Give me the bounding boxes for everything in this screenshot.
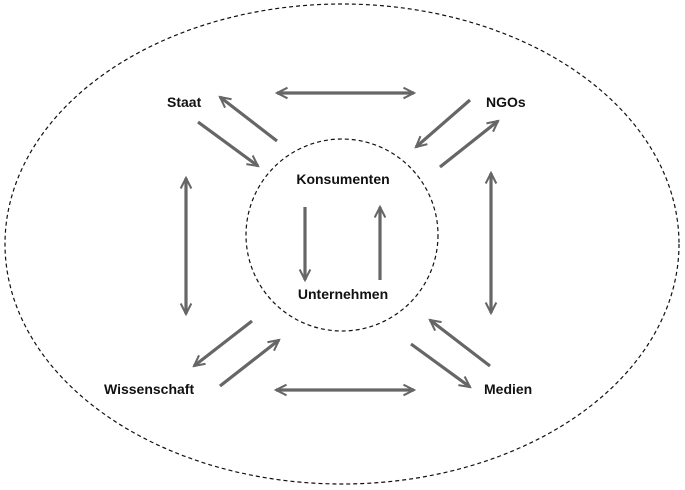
outer-boundary-ellipse — [4, 3, 680, 485]
arrow-medien-unternehmen — [430, 320, 491, 368]
arrow-konsumenten-staat — [220, 97, 278, 143]
arrow-unternehmen-medien — [410, 342, 470, 387]
node-unternehmen: Unternehmen — [297, 286, 389, 302]
node-medien: Medien — [484, 381, 533, 397]
node-wissenschaft: Wissenschaft — [104, 381, 195, 397]
arrow-wissenschaft-unternehmen — [219, 340, 279, 388]
arrow-konsumenten-ngos — [439, 121, 498, 169]
node-staat: Staat — [167, 94, 202, 110]
node-ngos: NGOs — [486, 94, 526, 110]
arrow-ngos-konsumenten — [416, 98, 472, 147]
node-konsumenten: Konsumenten — [296, 171, 390, 187]
arrow-unternehmen-wissenschaft — [194, 319, 253, 366]
arrow-staat-konsumenten — [197, 120, 258, 166]
inner-market-circle — [245, 138, 439, 332]
